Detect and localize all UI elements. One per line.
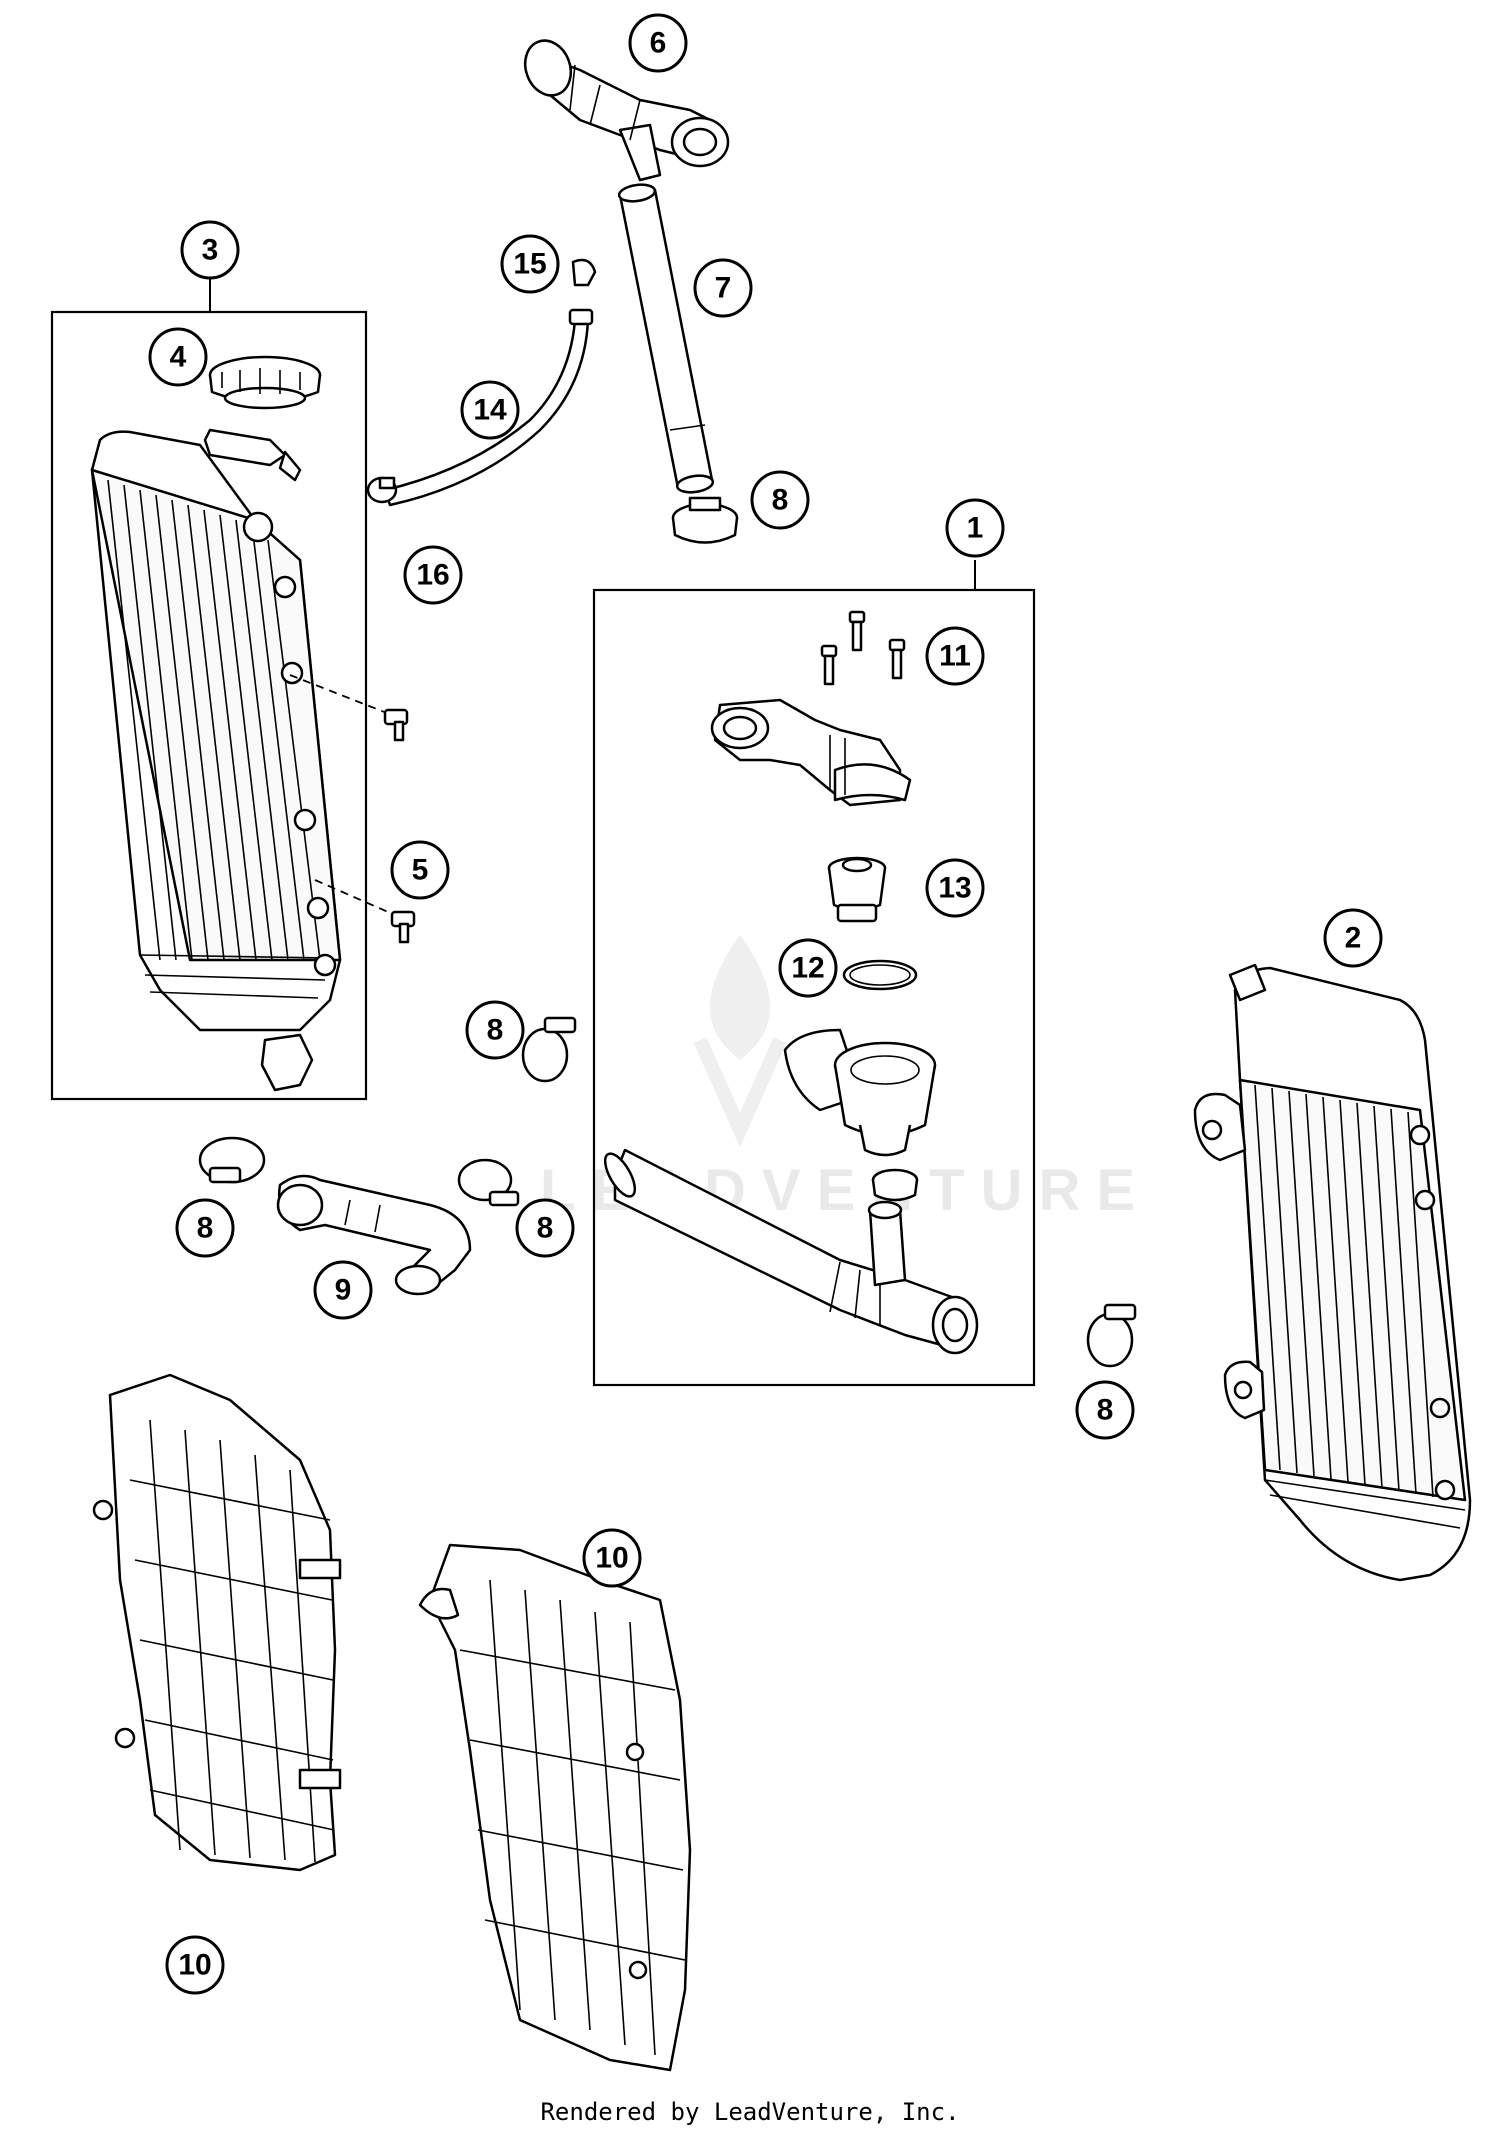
callout-14[interactable]: 14 [460,380,520,440]
callout-11[interactable]: 11 [925,626,985,686]
hose-clamp-right[interactable] [1086,1303,1137,1368]
leader-lines [209,277,1034,591]
callout-8-pipe[interactable]: 8 [750,470,810,530]
screw-upper[interactable] [289,674,409,742]
callout-10-left[interactable]: 10 [165,1935,225,1995]
svg-text:5: 5 [412,854,429,887]
screw-lower[interactable] [314,879,416,944]
coolant-pipe[interactable] [617,183,715,495]
svg-text:6: 6 [650,27,667,60]
hose-clamp-mid-left[interactable] [521,1016,577,1083]
thermostat-housing-upper[interactable] [710,698,912,807]
hose-clamp-kit[interactable] [871,1168,919,1202]
callout-10-right[interactable]: 10 [582,1528,642,1588]
callout-4[interactable]: 4 [148,327,208,387]
hose-clamp-small[interactable] [366,476,398,504]
callout-1[interactable]: 1 [945,498,1005,558]
hose-clamp-hose-right[interactable] [457,1158,520,1207]
callout-16[interactable]: 16 [403,545,463,605]
callout-12[interactable]: 12 [778,938,838,998]
callout-7[interactable]: 7 [693,258,753,318]
svg-text:3: 3 [202,234,219,267]
svg-text:12: 12 [791,952,824,985]
svg-text:8: 8 [772,484,789,517]
upper-hose-tee[interactable] [518,34,730,182]
thermostat-housing-lower[interactable] [783,1028,937,1157]
svg-text:11: 11 [939,640,971,673]
callout-5[interactable]: 5 [390,840,450,900]
hose-clip-small[interactable] [571,258,597,287]
svg-text:8: 8 [487,1014,504,1047]
callout-2[interactable]: 2 [1323,908,1383,968]
o-ring[interactable] [842,959,918,991]
vent-hose[interactable] [383,308,594,507]
radiator-guard-right[interactable] [418,1543,692,2072]
svg-text:15: 15 [513,248,546,281]
callout-8-hose-left[interactable]: 8 [175,1198,235,1258]
hose-clamp-pipe[interactable] [671,496,739,544]
callout-8-mid-left[interactable]: 8 [465,1000,525,1060]
svg-text:8: 8 [537,1212,554,1245]
svg-text:9: 9 [335,1274,352,1307]
callout-8-hose-right[interactable]: 8 [515,1198,575,1258]
svg-text:10: 10 [178,1949,211,1982]
radiator-left[interactable] [90,428,342,1092]
svg-text:16: 16 [416,559,449,592]
svg-text:14: 14 [473,394,507,427]
footer-credit: Rendered by LeadVenture, Inc. [540,2098,960,2126]
svg-text:13: 13 [938,872,971,905]
callout-13[interactable]: 13 [925,858,985,918]
svg-text:8: 8 [197,1212,214,1245]
callout-8-right[interactable]: 8 [1075,1380,1135,1440]
svg-text:4: 4 [170,341,187,374]
radiator-hose[interactable] [276,1174,472,1296]
svg-text:1: 1 [967,512,984,545]
radiator-guard-left[interactable] [92,1373,342,1872]
svg-text:7: 7 [715,272,732,305]
radiator-cap[interactable] [208,355,322,410]
thermostat[interactable] [827,856,887,923]
lower-hose-tee[interactable] [599,1148,979,1355]
hose-clamp-hose-left[interactable] [198,1136,266,1184]
callout-15[interactable]: 15 [500,234,560,294]
svg-text:2: 2 [1345,922,1362,955]
callout-9[interactable]: 9 [313,1260,373,1320]
radiator-right[interactable] [1193,963,1472,1582]
svg-text:10: 10 [595,1542,628,1575]
screws-set[interactable] [820,610,906,686]
svg-text:8: 8 [1097,1394,1114,1427]
callout-6[interactable]: 6 [628,13,688,73]
callout-3[interactable]: 3 [180,220,240,280]
